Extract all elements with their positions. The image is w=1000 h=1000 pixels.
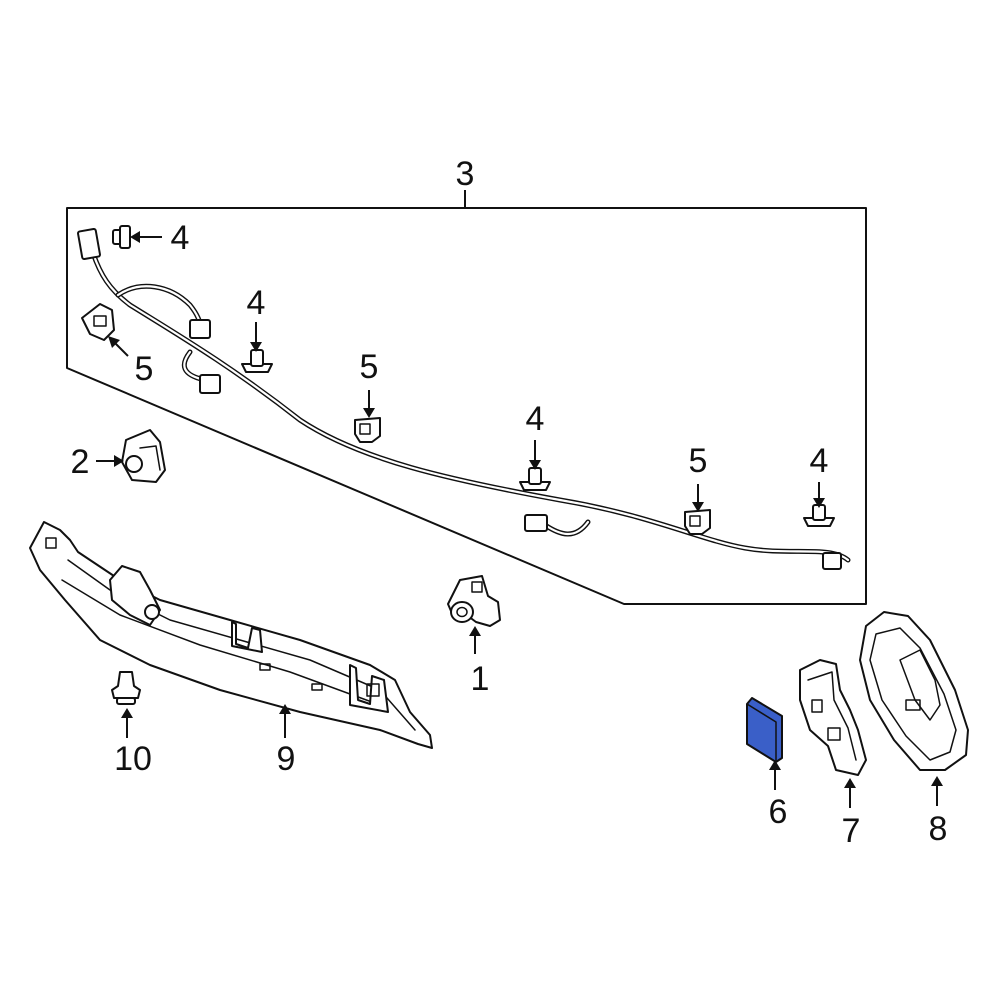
clip-4-b[interactable] [241, 349, 273, 373]
callout-8: 8 [929, 810, 948, 848]
bumper-reinforcement-9[interactable] [29, 521, 433, 749]
callout-4-d: 4 [810, 442, 829, 480]
side-bracket-8[interactable] [859, 611, 969, 771]
bracket-5-a[interactable] [81, 303, 115, 341]
clip-4-a[interactable] [112, 225, 131, 249]
clip-4-c[interactable] [519, 467, 551, 491]
callout-10: 10 [114, 740, 152, 778]
callout-5-b: 5 [360, 348, 379, 386]
callout-4-c: 4 [526, 400, 545, 438]
bracket-5-b[interactable] [354, 417, 381, 443]
control-module-6[interactable] [746, 697, 783, 763]
module-bracket-7[interactable] [799, 659, 867, 776]
callout-5-a: 5 [135, 350, 154, 388]
callout-7: 7 [842, 812, 861, 850]
push-clip-10[interactable] [111, 671, 141, 705]
callout-6: 6 [769, 793, 788, 831]
sensor-bracket-2[interactable] [121, 429, 166, 483]
harness-frame [66, 190, 867, 605]
callout-9: 9 [277, 740, 296, 778]
wiring-harness[interactable] [77, 227, 851, 570]
callouts: 3 4 5 4 5 4 5 4 2 1 10 9 6 7 8 [71, 155, 948, 850]
callout-1: 1 [471, 660, 490, 698]
leader-arrows [96, 231, 943, 808]
park-sensor-1[interactable] [447, 575, 501, 627]
callout-2: 2 [71, 443, 90, 481]
bracket-5-c[interactable] [684, 509, 711, 535]
callout-3: 3 [456, 155, 475, 193]
callout-4-a: 4 [171, 219, 190, 257]
callout-4-b: 4 [247, 284, 266, 322]
callout-5-c: 5 [689, 442, 708, 480]
